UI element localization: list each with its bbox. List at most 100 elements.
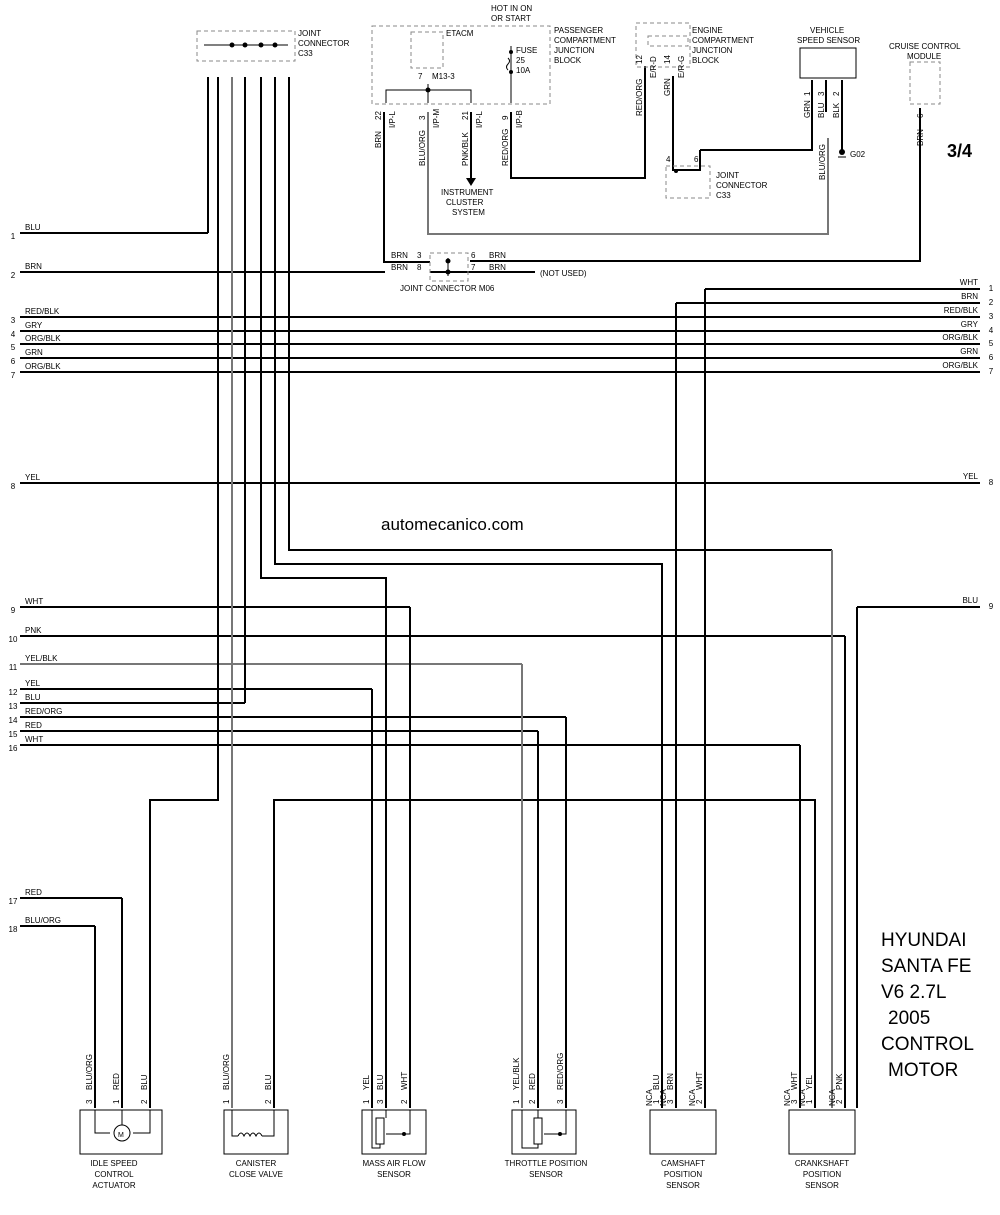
left-wire-color: YEL/BLK [25,654,58,663]
c33-top-label-3: C33 [298,49,313,58]
page-number: 3/4 [947,141,972,161]
component-pin-color: BLU [376,1074,385,1090]
hot-in-line-1: HOT IN ON [491,4,532,13]
component-pin-color: WHT [400,1072,409,1090]
ejb-pin-12: 12 [635,55,644,64]
right-wire-color: BLU [962,596,978,605]
component-pin-number: 1 [512,1099,521,1104]
pjb-wire-9: RED/ORG [501,129,510,166]
left-wire-labels: 1BLU2BRN3RED/BLK4GRY5ORG/BLK6GRN7ORG/BLK… [9,223,63,934]
title-line-2: SANTA FE [881,956,971,977]
title-line-6: MOTOR [888,1060,958,1081]
right-wire-color: BRN [961,292,978,301]
right-wire-labels: 1WHT2BRN3RED/BLK4GRY5ORG/BLK6GRN7ORG/BLK… [942,278,993,611]
right-wire-number: 3 [989,312,994,321]
right-wire-number: 2 [989,298,994,307]
pjb-label-3: JUNCTION [554,46,595,55]
right-wire-number: 4 [989,326,994,335]
left-wire-number: 17 [9,897,18,906]
component-name-line: SENSOR [529,1170,563,1179]
component-pin-number: 2 [264,1099,273,1104]
component-name-line: THROTTLE POSITION [505,1159,588,1168]
right-wire-color: YEL [963,472,979,481]
joint-connector-c33-mid: 4 6 JOINT CONNECTOR C33 [665,155,768,200]
pjb-pin-21: 21 [461,111,470,120]
left-wire-color: YEL [25,679,41,688]
motor-icon: M [118,1132,124,1139]
component-pin-color: BLU [652,1074,661,1090]
vss-wire-1: GRN [803,100,812,118]
left-wire-number: 10 [9,635,18,644]
title-line-5: CONTROL [881,1034,974,1055]
m06-row1-rwire: BRN [489,251,506,260]
component-pin-number: 3 [666,1099,675,1104]
right-wire-number: 8 [989,478,994,487]
idle-speed-control-actuator: M [79,1109,163,1155]
component-pin-number: 2 [140,1099,149,1104]
throttle-position-sensor [511,1109,577,1155]
vss-pin-1: 1 [803,91,812,96]
canister-close-valve [223,1109,289,1155]
c33-top-label-1: JOINT [298,29,321,38]
pjb-pin-3: 3 [418,115,427,120]
component-pin-number: 3 [790,1099,799,1104]
nca-label: NCA [659,1088,668,1106]
right-wire-number: 5 [989,339,994,348]
pjb-code-21: I/P-L [475,111,484,128]
left-wire-number: 3 [11,316,16,325]
joint-connector-m06: BRN 3 6 BRN BRN 8 7 BRN (NOT USED) JOINT… [391,251,587,293]
component-pin-number: 1 [362,1099,371,1104]
m06-row2-lpin: 8 [417,263,422,272]
vss-wire-2: BLK [832,102,841,118]
crankshaft-position-sensor [788,1109,856,1155]
c33-mid-pin-4: 4 [666,155,671,164]
component-pin-color: WHT [695,1072,704,1090]
left-wire-number: 12 [9,688,18,697]
c33-mid-label-1: JOINT [716,171,739,180]
component-name-line: ACTUATOR [92,1181,135,1190]
watermark: automecanico.com [381,515,524,534]
left-wire-color: GRY [25,321,43,330]
nca-label: NCA [828,1088,837,1106]
title-line-3: V6 2.7L [881,982,947,1003]
pjb-code-3: I/P-M [432,109,441,128]
ejb-label-3: JUNCTION [692,46,733,55]
pjb-label-4: BLOCK [554,56,582,65]
left-wire-number: 1 [11,232,16,241]
fuse-label: FUSE [516,46,537,55]
ejb-label-4: BLOCK [692,56,720,65]
m06-row1-rpin: 6 [471,251,476,260]
title-block: HYUNDAI SANTA FE V6 2.7L 2005 CONTROL MO… [881,930,974,1081]
left-wire-number: 7 [11,371,16,380]
ic-label-1: INSTRUMENT [441,188,494,197]
pjb-code-9: I/P-B [515,110,524,128]
pjb-wire-22: BRN [374,131,383,148]
right-wire-color: ORG/BLK [942,361,978,370]
ejb-code-14: E/R-G [677,56,686,78]
component-name-line: IDLE SPEED [90,1159,137,1168]
right-wire-color: ORG/BLK [942,333,978,342]
left-wire-number: 5 [11,343,16,352]
passenger-junction-block: ETACM 7 M13-3 HOT IN ON OR START FUSE 25… [371,4,616,105]
component-pin-number: 2 [400,1099,409,1104]
component-pin-number: 1 [652,1099,661,1104]
cruise-label-2: MODULE [907,52,941,61]
mass-air-flow-sensor [361,1109,427,1155]
component-name-line: CLOSE VALVE [229,1170,283,1179]
component-pin-color: BLU/ORG [222,1054,231,1090]
vss-label-1: VEHICLE [810,26,844,35]
ejb-label-1: ENGINE [692,26,723,35]
vss-label-2: SPEED SENSOR [797,36,860,45]
component-pin-number: 3 [376,1099,385,1104]
right-wire-color: GRY [961,320,979,329]
component-pin-color: YEL [805,1074,814,1090]
joint-connector-c33-top: JOINT CONNECTOR C33 [196,29,350,62]
left-wire-number: 16 [9,744,18,753]
pjb-pins: 22 I/P-L BRN 3 I/P-M BLU/ORG 21 I/P-L PN… [374,109,524,166]
vss-pin-3: 3 [817,91,826,96]
ground-icon [839,149,845,155]
component-pin-number: 2 [528,1099,537,1104]
title-line-4: 2005 [888,1008,930,1029]
